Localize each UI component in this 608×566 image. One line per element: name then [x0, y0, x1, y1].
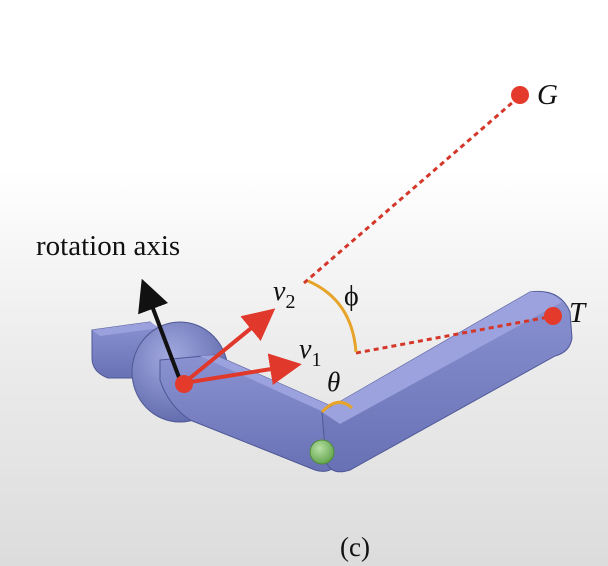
v1-label: v1	[299, 334, 321, 371]
vector-v1-arrow	[183, 353, 302, 385]
base-bracket-top	[92, 322, 160, 336]
elbow-pin	[309, 439, 335, 465]
dashed-line-to-target	[355, 314, 555, 355]
v2-letter: v	[273, 276, 286, 307]
v2-subscript: 2	[285, 291, 295, 313]
v2-label: v2	[273, 276, 295, 313]
v1-letter: v	[299, 334, 312, 365]
rotation-axis-arrow	[138, 278, 182, 381]
goal-label: G	[537, 79, 558, 111]
v1-subscript: 1	[311, 349, 321, 371]
theta-angle-arc	[320, 400, 354, 414]
vector-v2-arrow	[182, 308, 276, 385]
origin-point	[175, 375, 193, 393]
phi-label: ϕ	[344, 281, 359, 312]
goal-point	[511, 86, 529, 104]
figure-caption: (c)	[340, 532, 370, 562]
dashed-line-to-goal	[303, 94, 521, 285]
phi-angle-arc	[307, 279, 358, 353]
theta-label: θ	[327, 367, 340, 397]
arm-link-2	[321, 290, 573, 473]
target-point	[544, 307, 562, 325]
rotation-axis-label: rotation axis	[36, 230, 180, 262]
target-label: T	[569, 297, 587, 329]
